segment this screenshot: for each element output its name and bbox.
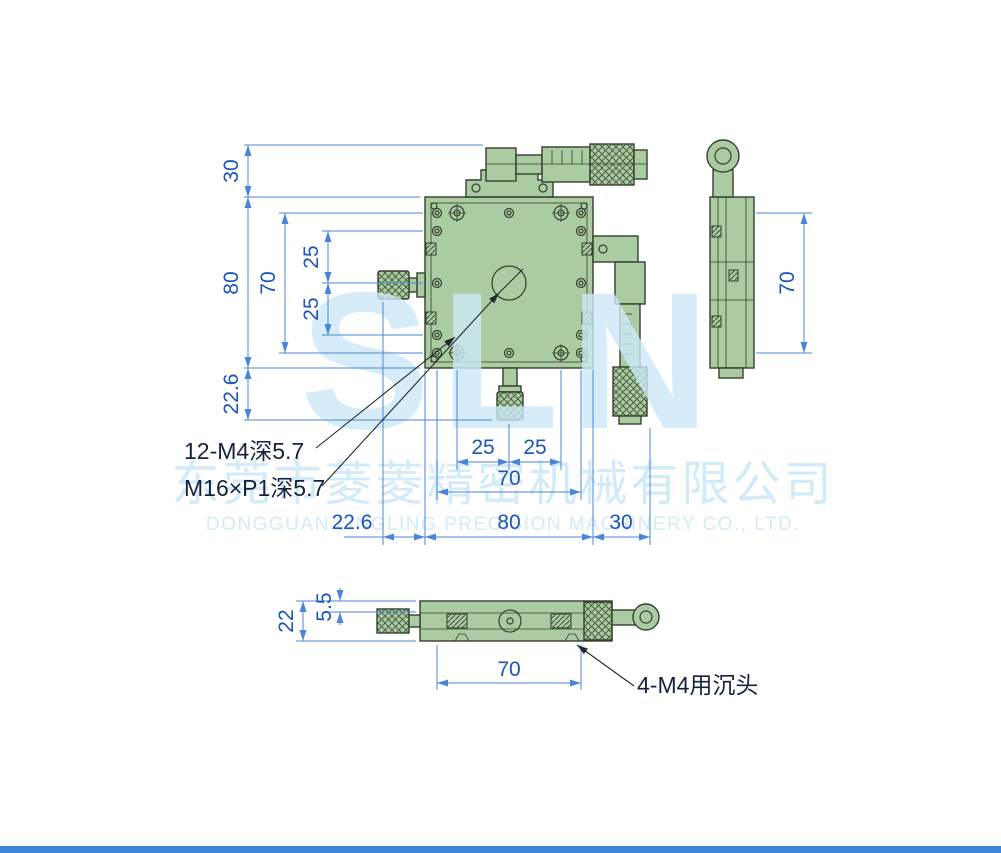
bracket-screw-hole — [538, 183, 548, 193]
dimensions-front: 22 5.5 70 — [275, 588, 582, 690]
center-hole-front — [498, 609, 522, 633]
dim-30-left: 30 — [220, 159, 243, 182]
dimensions-side: 70 — [756, 212, 812, 354]
stage-inner-plate — [430, 202, 588, 363]
dimensions-plan-left: 30 80 70 25 25 22.6 — [220, 144, 492, 421]
micrometer-thimble-knurl — [589, 143, 635, 186]
flanged-holes — [448, 204, 570, 362]
dim-30-bottom: 30 — [609, 511, 632, 534]
carriage-block — [550, 613, 572, 629]
dim-22.6-bottom: 22.6 — [332, 511, 373, 534]
right-micrometer-bracket — [592, 235, 639, 263]
set-screw — [728, 269, 739, 282]
dim-70-side: 70 — [776, 271, 799, 294]
dim-25-bottom-b: 25 — [523, 436, 546, 459]
set-screw — [425, 242, 437, 256]
micrometer-thimble-knurl — [612, 366, 648, 417]
micrometer-ring-front — [632, 603, 660, 631]
dim-70-bottom: 70 — [497, 467, 520, 490]
countersunk-hole — [564, 633, 580, 642]
dim-70-left: 70 — [257, 271, 280, 294]
dim-22.6-left: 22.6 — [220, 374, 243, 415]
dim-80-bottom: 80 — [497, 511, 520, 534]
side-micrometer-stem — [712, 169, 734, 198]
side-micrometer-knob — [706, 139, 740, 173]
dim-80-left: 80 — [220, 271, 243, 294]
side-foot — [718, 367, 744, 379]
bracket-screw-hole — [471, 183, 481, 193]
m4-holes — [431, 207, 587, 359]
watermark-company-cn: 东莞市菱菱精密机械有限公司 — [171, 458, 834, 511]
label-4-m4-countersunk: 4-M4用沉头 — [637, 672, 758, 698]
left-knob — [377, 270, 426, 300]
dim-70-front: 70 — [497, 658, 520, 681]
dim-25-left-a: 25 — [300, 245, 323, 268]
right-micrometer — [592, 235, 648, 425]
dim-25-bottom-a: 25 — [471, 436, 494, 459]
countersunk-hole — [454, 633, 470, 642]
bottom-knob — [496, 367, 524, 421]
right-knurl-front — [583, 601, 613, 641]
center-thread-hole — [491, 265, 527, 301]
label-m16-thread: M16×P1深5.7 — [184, 475, 325, 501]
side-view — [706, 139, 755, 379]
dim-25-left-b: 25 — [300, 297, 323, 320]
set-screw — [581, 311, 593, 325]
set-screw — [425, 311, 437, 325]
label-12-m4-holes: 12-M4深5.7 — [184, 438, 304, 464]
set-screw — [711, 315, 722, 328]
top-micrometer — [485, 143, 648, 186]
carriage-block — [446, 613, 468, 629]
leader-labels: 12-M4深5.7 M16×P1深5.7 4-M4用沉头 — [184, 268, 758, 698]
watermark-logo: SLN — [300, 252, 720, 470]
set-screw — [581, 242, 593, 256]
stage-face-holes — [425, 202, 593, 363]
dim-5.5-front: 5.5 — [313, 592, 336, 621]
front-view — [376, 600, 660, 642]
left-knob-front — [376, 608, 410, 634]
dimensions-plan-bottom: 25 25 70 22.6 80 30 — [332, 302, 651, 545]
set-screw — [711, 225, 722, 238]
dim-22-front: 22 — [275, 609, 298, 632]
footer-rule — [0, 846, 1001, 853]
